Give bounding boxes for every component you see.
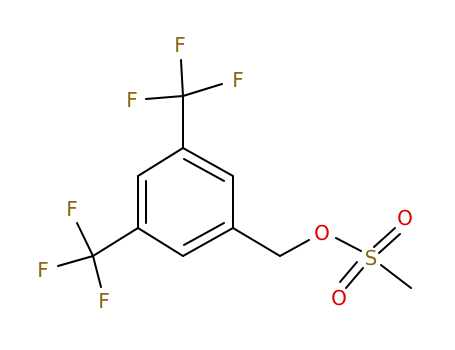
bond [182, 83, 223, 97]
bond [335, 237, 362, 252]
double-bond [339, 261, 358, 283]
fluorine-atom-label: F [37, 258, 49, 282]
left-cf3-group [57, 222, 139, 288]
bond [180, 59, 184, 97]
bond [380, 264, 412, 289]
fluorine-atom-label: F [66, 197, 78, 221]
fluorine-atom-label: F [126, 88, 138, 112]
bond [92, 227, 139, 257]
benzene-ring [137, 147, 234, 257]
oxygen-atom-label: O [397, 206, 413, 230]
oxygen-atom-label: O [331, 286, 347, 310]
bond [92, 255, 102, 288]
ring-bond [182, 147, 234, 177]
fluorine-atom-label: F [98, 289, 110, 313]
double-bond [373, 227, 396, 248]
bond [232, 227, 281, 257]
double-bond [345, 267, 364, 289]
ring-double-bond [183, 158, 225, 182]
bond [76, 222, 94, 257]
ring-bond [182, 227, 234, 257]
ring-bond [137, 227, 184, 257]
fluorine-atom-label: F [174, 33, 186, 57]
bond [145, 95, 184, 100]
bond [279, 239, 310, 257]
bond [57, 255, 94, 267]
fluorine-atom-label: F [232, 68, 244, 92]
ring-bond [137, 147, 184, 177]
top-cf3-group [145, 59, 223, 149]
oxygen-atom-label: O [314, 221, 330, 245]
sulfur-atom-label: S [365, 246, 378, 270]
mesylate-chain [232, 227, 412, 289]
double-bond [378, 233, 401, 254]
ring-double-bond [183, 222, 225, 246]
